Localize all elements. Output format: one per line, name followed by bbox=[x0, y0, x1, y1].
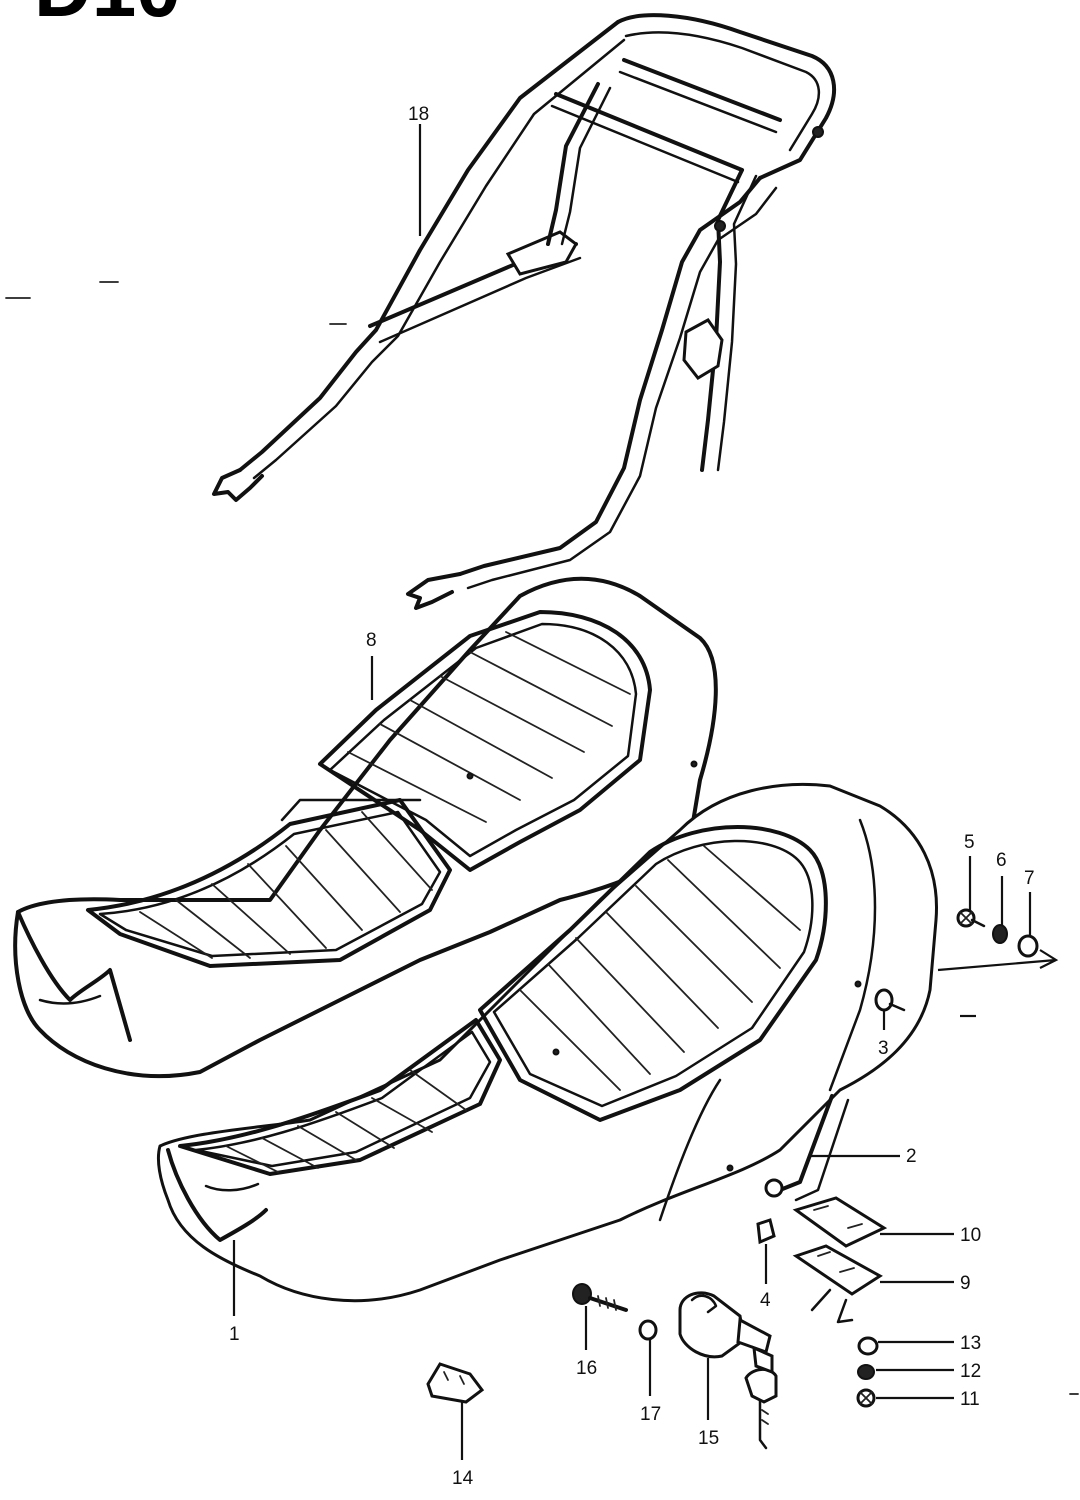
rear-carrier-frame bbox=[212, 13, 837, 610]
callout-10: 10 bbox=[960, 1225, 981, 1246]
callout-2: 2 bbox=[906, 1146, 917, 1167]
page-title: D10 bbox=[34, 0, 181, 33]
callout-9: 9 bbox=[960, 1273, 971, 1294]
callout-5: 5 bbox=[964, 832, 975, 853]
callout-7: 7 bbox=[1024, 868, 1035, 889]
callout-4: 4 bbox=[760, 1290, 771, 1311]
callout-15: 15 bbox=[698, 1428, 719, 1449]
callout-17: 17 bbox=[640, 1404, 661, 1425]
nut-small bbox=[638, 1319, 658, 1341]
callout-labels: 18 8 1 2 3 4 5 6 7 10 9 13 12 11 16 17 1… bbox=[229, 104, 1035, 1489]
lock-bracket bbox=[792, 1244, 883, 1324]
rubber-stopper bbox=[756, 1218, 776, 1245]
main-seat bbox=[156, 782, 939, 1303]
leader-lines bbox=[232, 124, 1032, 1460]
washer bbox=[1017, 934, 1039, 958]
page-title-fragment: D10 bbox=[34, 0, 181, 33]
callout-8: 8 bbox=[366, 630, 377, 651]
screw bbox=[956, 908, 986, 928]
spring-washer-lower bbox=[857, 1364, 875, 1380]
seat-lock-set bbox=[678, 1291, 778, 1450]
scan-marks bbox=[5, 281, 1079, 1395]
hardware-parts bbox=[426, 908, 1059, 1450]
bolt bbox=[572, 1283, 628, 1312]
nut bbox=[857, 1336, 879, 1356]
upper-seat bbox=[13, 576, 718, 1079]
washer-lower bbox=[856, 1388, 876, 1408]
callout-16: 16 bbox=[576, 1358, 597, 1379]
callout-13: 13 bbox=[960, 1333, 981, 1354]
seat-clip bbox=[426, 1362, 485, 1404]
callout-18: 18 bbox=[408, 104, 429, 125]
callout-12: 12 bbox=[960, 1361, 981, 1382]
lock-plate bbox=[792, 1196, 888, 1248]
callout-1: 1 bbox=[229, 1324, 240, 1345]
callout-6: 6 bbox=[996, 850, 1007, 871]
callout-14: 14 bbox=[452, 1468, 474, 1489]
callout-11: 11 bbox=[960, 1389, 980, 1410]
spring-washer bbox=[992, 924, 1008, 944]
callout-3: 3 bbox=[878, 1038, 889, 1059]
